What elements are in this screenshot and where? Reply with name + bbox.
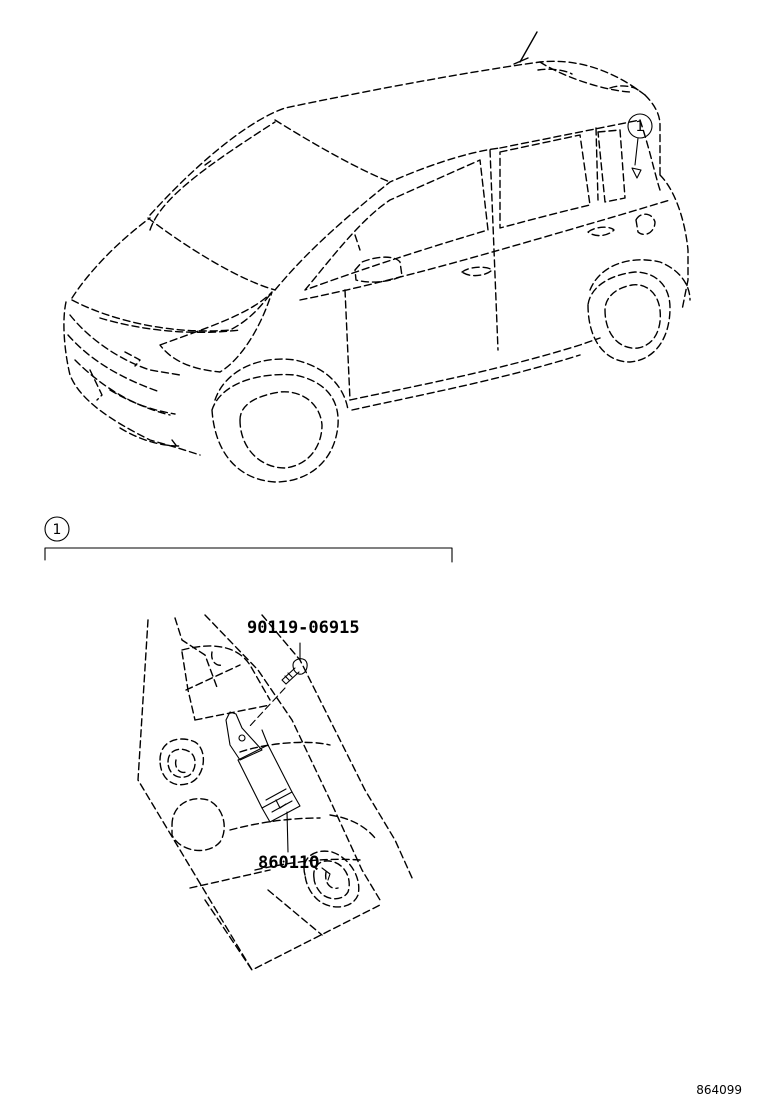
detail-bracket [44,547,453,563]
vehicle-callout-circle [627,113,653,139]
vehicle-illustration: 1 [63,31,691,483]
bolt-icon [281,658,308,685]
bolt-part-number: 90119-06915 [247,618,360,638]
detail-illustration [137,614,414,971]
detail-callout-label: 1 [53,522,62,538]
relay-icon [225,711,301,823]
illustration-id: 864099 [696,1083,742,1097]
detail-callout-circle [44,516,70,542]
vehicle-callout-label: 1 [636,119,645,135]
relay-part-number: 86011Q [258,853,319,873]
detail-header: 1 [44,516,453,563]
